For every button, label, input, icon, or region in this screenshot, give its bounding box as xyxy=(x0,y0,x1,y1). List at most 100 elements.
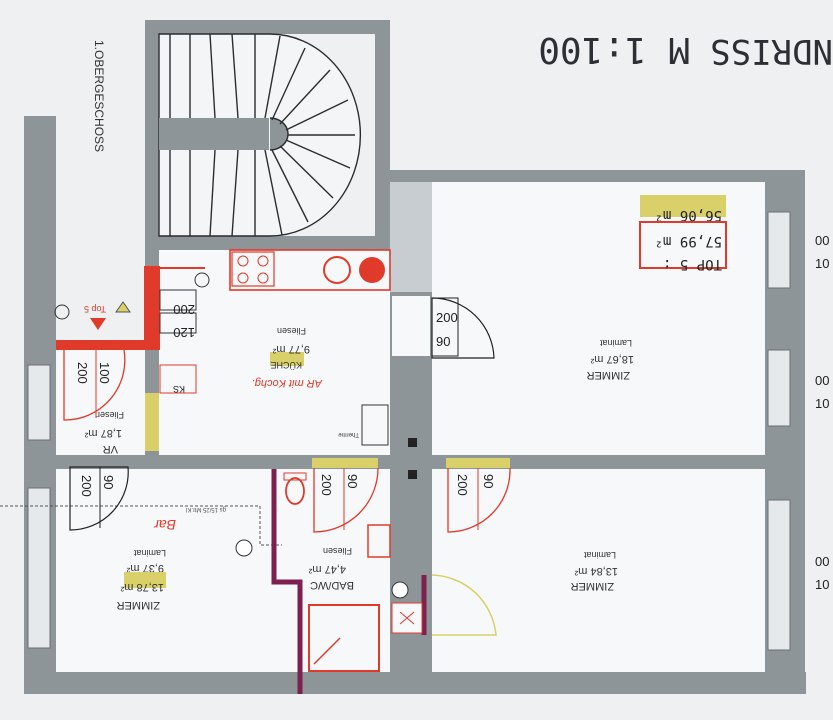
area-total: 57,99 m² xyxy=(655,233,722,249)
kitchen-tag: KÜCHE xyxy=(270,360,302,370)
cabinet-b xyxy=(159,312,197,334)
top-sign: Top 5 xyxy=(84,304,106,314)
room-area: 4,47 m² xyxy=(308,563,346,575)
window-r1 xyxy=(767,211,791,289)
room-zimmer-large xyxy=(432,182,765,455)
door-label-h: 200 xyxy=(436,310,458,325)
door-zimmer-left: 200 90 xyxy=(69,466,129,531)
room-zimmer-left xyxy=(56,469,281,672)
kitchen-h2: 120 xyxy=(173,325,195,340)
room-floor: Fliesen xyxy=(277,326,306,336)
room-area: 18,67 m² xyxy=(590,353,634,365)
room-vr xyxy=(56,340,145,455)
shower xyxy=(308,604,380,672)
door-label-w: 90 xyxy=(436,334,450,349)
room-floor: Laminat xyxy=(583,550,616,560)
edge-label: 00 xyxy=(815,554,829,569)
wall-middle xyxy=(24,455,805,469)
room-area: 13,84 m² xyxy=(574,565,618,577)
zimmer-left-labels: Laminat 9,37 m² 13,78 m² ZIMMER Bar gs 1… xyxy=(117,506,226,611)
heater xyxy=(361,404,389,446)
kitchen-tag-highlight xyxy=(270,352,304,366)
vr-labels: Fliesen 1,87 m² VR xyxy=(84,410,124,455)
zimmer-large-labels: Laminat 18,67 m² ZIMMER xyxy=(587,338,634,381)
stair-treads xyxy=(169,33,355,237)
room-area-alt: 13,78 m² xyxy=(120,581,164,593)
header-scale-group: M 1:100 xyxy=(538,29,690,70)
window-r3 xyxy=(767,499,791,651)
room-name: VR xyxy=(103,443,118,455)
window-l1 xyxy=(27,364,51,441)
note-left: gs 15/25 Mtr.Kl xyxy=(186,506,226,512)
floor-label: 1.OBERGESCHOSS xyxy=(92,40,106,152)
red-shaft xyxy=(144,266,160,350)
valve-bath xyxy=(391,581,409,599)
edge-label: 10 xyxy=(815,577,829,592)
edge-label: 10 xyxy=(815,396,829,411)
header-title-group: NDRISS xyxy=(710,31,833,71)
sink xyxy=(323,256,351,284)
burner xyxy=(237,255,249,267)
room-floor: Fliesen xyxy=(323,546,352,556)
door-label-h: 200 xyxy=(455,474,470,496)
unit-name: TOP 5 : xyxy=(663,256,722,272)
edge-labels: 00 10 00 10 00 10 xyxy=(815,233,829,592)
room-area: 1,87 m² xyxy=(84,427,122,439)
window-l2 xyxy=(27,487,51,649)
door-label-w: 90 xyxy=(345,474,360,488)
kitchen-fixtures: 200 120 KS Therme xyxy=(56,249,391,451)
room-name: ZIMMER xyxy=(587,369,630,381)
room-note: Bar xyxy=(153,517,176,533)
kitchen-ks: KS xyxy=(173,384,185,394)
door-entry: 200 100 xyxy=(63,349,126,421)
bath-wall-purple xyxy=(271,469,303,694)
kitchen-valve xyxy=(194,272,210,288)
area-alt-highlight xyxy=(124,572,166,588)
door-zimmer: 200 90 xyxy=(392,296,495,359)
toilet xyxy=(285,477,305,505)
entry-sign: Top 5 xyxy=(54,301,131,330)
room-name: ZIMMER xyxy=(117,599,160,611)
floor-label-group: 1.OBERGESCHOSS xyxy=(92,40,106,152)
bath-fixtures xyxy=(235,438,427,694)
valve-left xyxy=(235,539,253,557)
area-living: 56,06 m² xyxy=(655,207,722,223)
ks-cabinet xyxy=(159,364,197,394)
toilet-tank xyxy=(283,472,307,481)
windows-right xyxy=(27,211,791,651)
staircase xyxy=(158,33,362,237)
door-label-w: 100 xyxy=(97,362,112,384)
unit-box xyxy=(639,221,727,269)
washbasin xyxy=(367,524,391,558)
corridor xyxy=(390,182,432,292)
window-r2 xyxy=(767,349,791,427)
sink-basin xyxy=(359,257,385,283)
area-living-highlight xyxy=(640,195,726,217)
door-bath: 200 90 xyxy=(312,458,379,533)
burner xyxy=(237,272,249,284)
pipe-dashed xyxy=(0,505,282,546)
burner xyxy=(257,255,269,267)
kitchen-h1: 200 xyxy=(173,302,195,317)
stair-wall-top xyxy=(145,20,390,34)
door-label-w: 90 xyxy=(481,474,496,488)
room-floor: Laminat xyxy=(599,338,632,348)
cabinet-a xyxy=(159,289,197,311)
door-label-w: 90 xyxy=(101,475,116,489)
zimmer-right-labels: Laminat 13,84 m² ZIMMER xyxy=(571,550,618,592)
room-zimmer-right xyxy=(432,469,765,672)
heater-label: Therme xyxy=(338,431,359,437)
bath-labels: Fliesen 4,47 m² BAD/WC xyxy=(308,546,354,591)
stair-wall-right xyxy=(375,20,390,290)
stair-wall-bottom xyxy=(145,236,390,250)
shaft-marker xyxy=(408,470,417,479)
burner xyxy=(257,272,269,284)
stove xyxy=(231,251,275,287)
yellow-strip xyxy=(145,393,159,451)
room-name: ZIMMER xyxy=(571,580,614,592)
room-area: 9,77 m² xyxy=(272,343,310,355)
red-duct xyxy=(56,340,156,350)
kitchen-counter xyxy=(229,249,391,291)
door-arc-yellow xyxy=(431,574,497,636)
